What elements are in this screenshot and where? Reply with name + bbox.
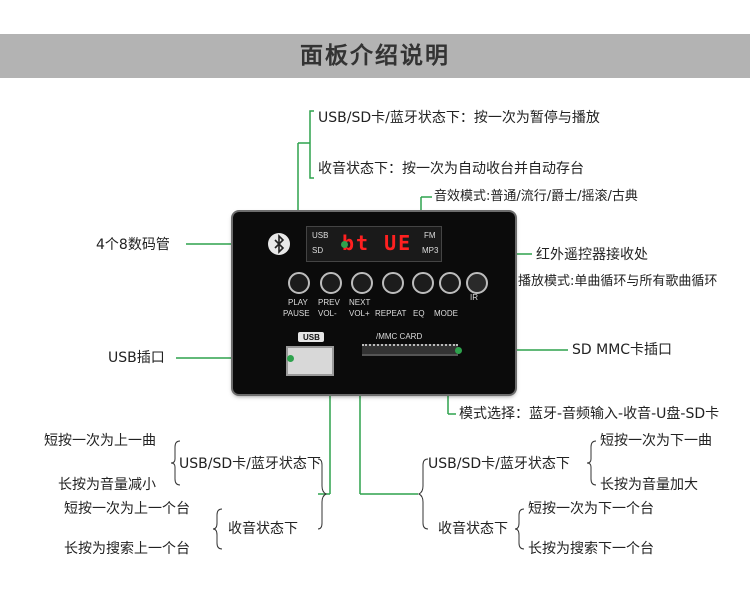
right-radio-state: 收音状态下: [438, 521, 508, 537]
annotation-mode: 模式选择：蓝牙-音频输入-收音-U盘-SD卡: [459, 406, 720, 422]
next-button[interactable]: [351, 272, 373, 294]
label-eq: EQ: [413, 309, 425, 318]
right-brace-1: [586, 440, 597, 486]
sd-dot: [455, 347, 462, 354]
left-brace-1: [170, 440, 181, 486]
prev-button[interactable]: [320, 272, 342, 294]
left-usb-state: USB/SD卡/蓝牙状态下: [179, 456, 321, 472]
left-brace-right: [317, 458, 328, 530]
right-short-next-station: 短按一次为下一个台: [528, 501, 654, 517]
bluetooth-icon: [268, 233, 290, 255]
usb-dot: [287, 355, 294, 362]
left-short-prev: 短按一次为上一曲: [44, 433, 156, 449]
left-long-search-prev: 长按为搜索上一个台: [64, 541, 190, 557]
label-next: NEXT: [349, 298, 371, 307]
page-title: 面板介绍说明: [300, 43, 450, 69]
left-short-prev-station: 短按一次为上一个台: [64, 501, 190, 517]
display-indicator-mp3: MP3: [422, 246, 439, 255]
label-ir: IR: [470, 293, 478, 302]
display-indicator-fm: FM: [424, 231, 436, 240]
annotation-play-line2: 收音状态下：按一次为自动收台并自动存台: [318, 161, 584, 177]
left-radio-state: 收音状态下: [228, 521, 298, 537]
annotation-digits: 4个8数码管: [96, 237, 170, 253]
annotation-sd: SD MMC卡插口: [572, 342, 673, 358]
right-long-vol-up: 长按为音量加大: [600, 477, 698, 493]
right-long-search-next: 长按为搜索下一个台: [528, 541, 654, 557]
digits-dot: [341, 241, 348, 248]
ir-receiver: [466, 272, 488, 294]
label-play: PLAY: [288, 298, 308, 307]
sd-card-slot[interactable]: [362, 344, 458, 356]
left-long-vol-down: 长按为音量减小: [58, 477, 156, 493]
play-bracket: [309, 110, 314, 179]
led-digits: bt UE: [342, 231, 413, 255]
annotation-repeat: 播放模式:单曲循环与所有歌曲循环: [518, 274, 718, 289]
usb-port[interactable]: [286, 346, 334, 376]
usb-logo-text: USB: [303, 333, 320, 342]
right-brace-2: [514, 508, 525, 550]
label-vol-down: VOL-: [318, 309, 337, 318]
label-mode: MODE: [434, 309, 458, 318]
usb-logo: [298, 332, 324, 342]
led-display: [306, 226, 442, 262]
play-pause-button[interactable]: [288, 272, 310, 294]
sd-label: /MMC CARD: [376, 332, 423, 341]
right-usb-state: USB/SD卡/蓝牙状态下: [428, 456, 570, 472]
title-bar: 面板介绍说明: [0, 34, 750, 78]
label-pause: PAUSE: [283, 309, 310, 318]
right-brace-left: [417, 458, 429, 530]
annotation-play-line1: USB/SD卡/蓝牙状态下：按一次为暂停与播放: [318, 110, 600, 126]
annotation-ir: 红外遥控器接收处: [536, 247, 648, 263]
label-repeat: REPEAT: [375, 309, 407, 318]
eq-button[interactable]: [412, 272, 434, 294]
display-indicator-usb: USB: [312, 231, 329, 240]
left-brace-2: [212, 508, 223, 550]
label-prev: PREV: [318, 298, 340, 307]
annotation-usb: USB插口: [108, 350, 165, 366]
annotation-eq: 音效模式:普通/流行/爵士/摇滚/古典: [434, 189, 638, 204]
label-vol-up: VOL+: [349, 309, 370, 318]
repeat-button[interactable]: [382, 272, 404, 294]
mode-button[interactable]: [439, 272, 461, 294]
display-indicator-sd: SD: [312, 246, 324, 255]
right-short-next: 短按一次为下一曲: [600, 433, 712, 449]
